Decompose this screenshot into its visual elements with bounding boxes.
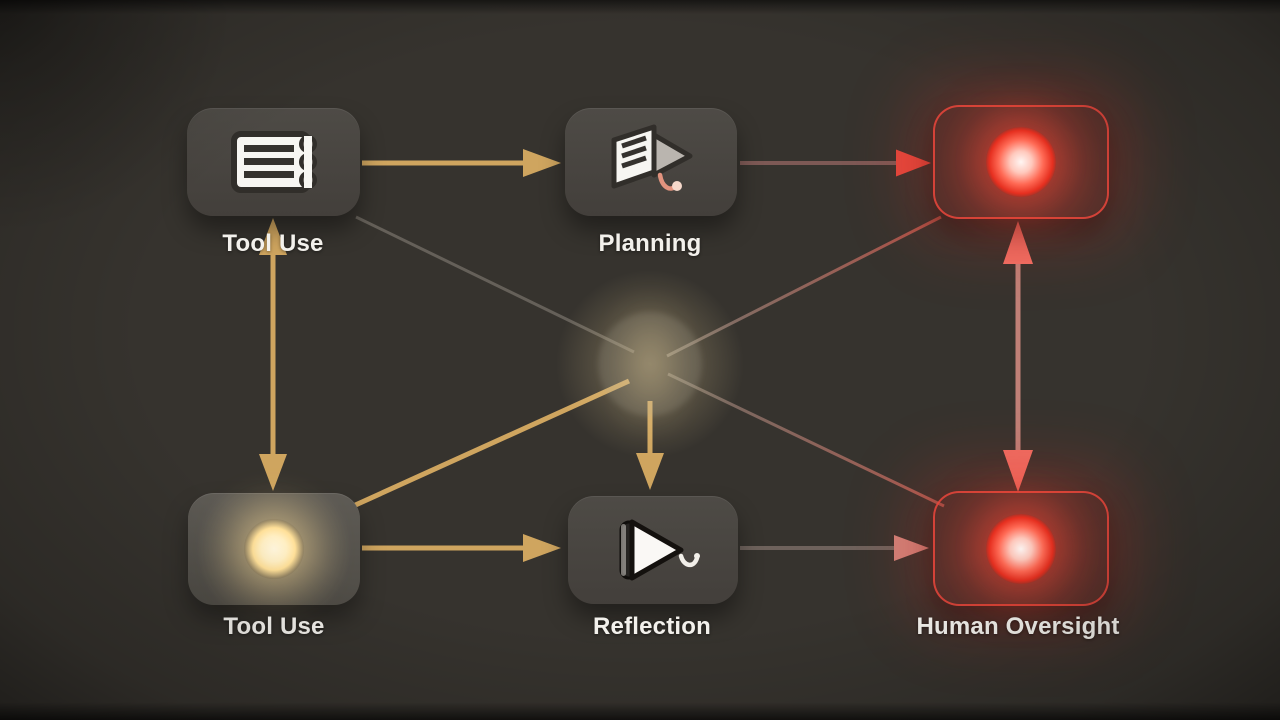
edge-alert-oversight-double <box>1003 221 1033 492</box>
arrowhead-down-icon <box>259 454 287 491</box>
label-human-oversight: Human Oversight <box>916 613 1120 640</box>
inner-warm-glow <box>188 493 360 605</box>
label-tool-use-bottom: Tool Use <box>223 613 325 640</box>
edge-tooluse-planning <box>362 149 561 177</box>
arrowhead-right-icon <box>896 149 931 177</box>
edge-planning-alert <box>740 149 931 177</box>
play-hook-icon <box>619 519 700 581</box>
node-tool-use-bottom <box>188 493 360 605</box>
arrowhead-right-icon <box>523 149 561 177</box>
note-card-icon <box>230 131 317 193</box>
edge-reflection-oversight <box>740 535 929 561</box>
document-send-icon <box>611 124 693 191</box>
node-alert-top-right <box>933 105 1109 219</box>
node-reflection <box>568 496 738 604</box>
edge-tooluse-reflection <box>362 534 561 562</box>
label-reflection: Reflection <box>592 613 711 640</box>
node-tool-use-top <box>187 108 360 216</box>
arrowhead-right-icon <box>523 534 561 562</box>
red-glow-orb-icon <box>986 127 1056 197</box>
arrowhead-right-icon <box>894 535 929 561</box>
arrowhead-down-icon <box>1003 450 1033 492</box>
node-planning <box>565 108 737 216</box>
arrowhead-up-icon <box>1003 221 1033 264</box>
node-human-oversight <box>933 491 1109 606</box>
glow-disc <box>598 312 702 416</box>
label-planning: Planning <box>598 230 702 257</box>
red-glow-orb-icon <box>986 513 1056 584</box>
edge-tooluse-tooluse-double <box>259 218 287 491</box>
label-tool-use-top: Tool Use <box>222 230 324 257</box>
